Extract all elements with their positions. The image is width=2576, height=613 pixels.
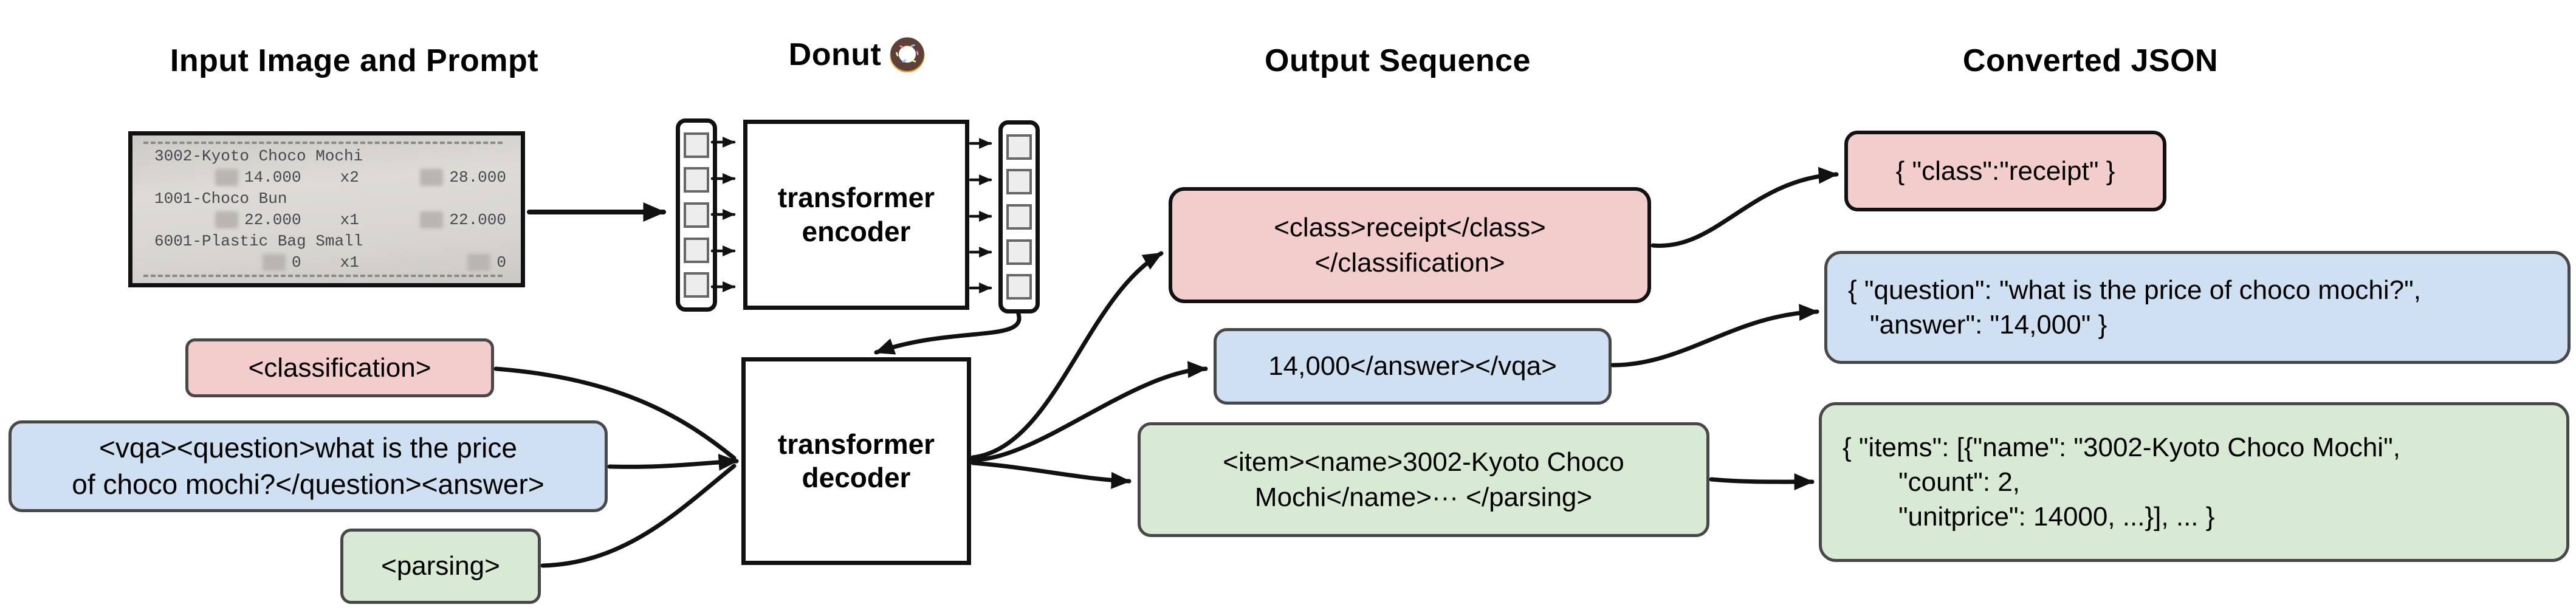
output-parsing-line1: <item><name>3002-Kyoto Choco <box>1223 447 1624 478</box>
json-box-classification: { "class":"receipt" } <box>1844 131 2166 211</box>
model-title-text: Donut <box>788 37 882 72</box>
output-vqa-text: 14,000</answer></vqa> <box>1268 351 1557 382</box>
receipt-unitprice: 22.000 <box>244 211 301 229</box>
redaction-blur <box>420 211 444 228</box>
prompt-box-parsing: <parsing> <box>340 529 541 604</box>
receipt-qty: x2 <box>340 168 359 187</box>
transformer-decoder-block: transformer decoder <box>741 357 971 565</box>
encoder-input-patch-column <box>676 118 717 312</box>
receipt-unitprice: 14.000 <box>244 168 301 187</box>
receipt-unitprice: 0 <box>292 253 301 272</box>
output-box-vqa: 14,000</answer></vqa> <box>1214 328 1612 405</box>
section-title-model: Donut <box>699 36 1015 73</box>
donut-icon <box>890 37 925 72</box>
json-parsing-line2: "count": 2, <box>1898 467 2021 497</box>
json-box-vqa: { "question": "what is the price of choc… <box>1824 251 2571 364</box>
json-vqa-line2: "answer": "14,000" } <box>1870 310 2107 340</box>
receipt-item-amounts: 0 x1 0 <box>143 253 510 272</box>
receipt-total: 22.000 <box>449 211 506 229</box>
prompt-parsing-text: <parsing> <box>381 551 500 581</box>
output-classification-line1: <class>receipt</class> <box>1274 213 1546 243</box>
transformer-encoder-block: transformer encoder <box>743 120 969 310</box>
receipt-image: 3002-Kyoto Choco Mochi 14.000 x2 28.000 … <box>128 131 525 287</box>
json-classification-text: { "class":"receipt" } <box>1895 156 2115 186</box>
patch-square <box>684 272 709 298</box>
patch-square <box>684 202 709 228</box>
receipt-total: 28.000 <box>449 168 506 187</box>
prompt-vqa-line2: of choco mochi?</question><answer> <box>72 468 544 500</box>
section-title-json: Converted JSON <box>1962 43 2219 78</box>
redaction-blur <box>263 254 286 271</box>
patch-square <box>1006 274 1032 300</box>
output-parsing-line2: Mochi</name>··· </parsing> <box>1254 482 1593 512</box>
receipt-total: 0 <box>496 253 506 272</box>
arrow-vqa-output-to-json <box>1610 304 1819 368</box>
receipt-qty: x1 <box>340 211 359 229</box>
json-parsing-line1: { "items": [{"name": "3002-Kyoto Choco M… <box>1843 432 2400 462</box>
receipt-dashed-line-bottom <box>143 275 503 277</box>
json-box-parsing: { "items": [{"name": "3002-Kyoto Choco M… <box>1819 402 2569 562</box>
json-vqa-line1: { "question": "what is the price of choc… <box>1848 275 2421 305</box>
patch-square <box>684 132 709 158</box>
arrow-vqa-prompt-to-decoder <box>607 453 739 471</box>
section-title-output: Output Sequence <box>1265 43 1531 78</box>
redaction-blur <box>215 211 238 228</box>
patch-square <box>1006 239 1032 265</box>
prompt-box-classification: <classification> <box>185 338 494 397</box>
patch-square <box>1006 169 1032 195</box>
receipt-item-amounts: 14.000 x2 28.000 <box>143 168 510 187</box>
decoder-label: transformer decoder <box>777 428 935 493</box>
encoder-output-embedding-column <box>998 120 1040 313</box>
section-title-input: Input Image and Prompt <box>170 43 539 78</box>
json-parsing-line3: "unitprice": 14000, ...}], ... } <box>1898 502 2215 532</box>
redaction-blur <box>215 169 238 186</box>
prompt-vqa-line1: <vqa><question>what is the price <box>99 431 517 464</box>
patch-square <box>1006 204 1032 230</box>
output-box-classification: <class>receipt</class> </classification> <box>1169 187 1651 303</box>
receipt-item-amounts: 22.000 x1 22.000 <box>143 211 510 229</box>
redaction-blur <box>420 169 444 186</box>
redaction-blur <box>467 254 491 271</box>
receipt-dashed-line-top <box>143 142 503 144</box>
patch-square <box>684 237 709 263</box>
arrow-parsing-output-to-json <box>1709 473 1815 491</box>
patch-square <box>684 167 709 193</box>
prompt-box-vqa: <vqa><question>what is the price of choc… <box>9 420 608 512</box>
arrow-classification-output-to-json <box>1650 166 1839 248</box>
patch-square <box>1006 134 1032 160</box>
receipt-item-name: 3002-Kyoto Choco Mochi <box>154 147 363 165</box>
receipt-item-name: 6001-Plastic Bag Small <box>154 232 363 250</box>
arrow-decoder-to-parsing-output <box>970 461 1132 489</box>
encoder-label: transformer encoder <box>777 182 935 247</box>
output-classification-line2: </classification> <box>1314 247 1505 278</box>
arrow-embedding-to-decoder <box>874 312 1022 355</box>
prompt-classification-text: <classification> <box>248 352 431 383</box>
receipt-qty: x1 <box>340 253 359 272</box>
receipt-item-name: 1001-Choco Bun <box>154 190 287 208</box>
output-box-parsing: <item><name>3002-Kyoto Choco Mochi</name… <box>1138 422 1709 537</box>
